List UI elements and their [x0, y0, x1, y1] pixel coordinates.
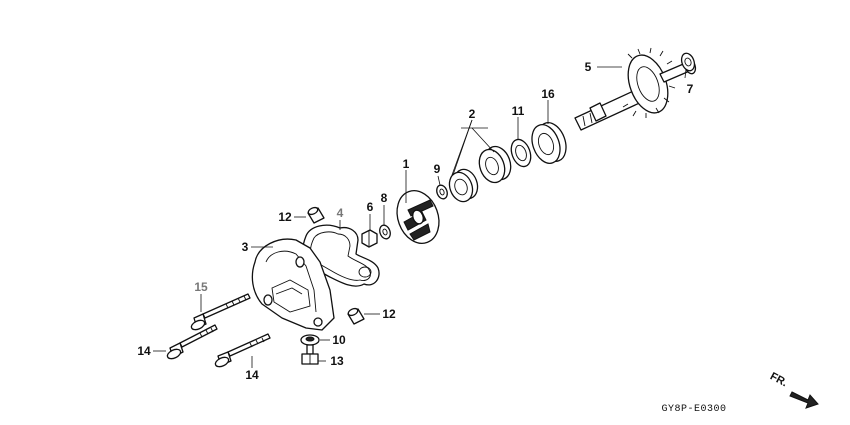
flange-bolt-long — [190, 293, 251, 331]
callout-6: 6 — [367, 200, 374, 214]
callout-8: 8 — [381, 191, 388, 205]
callout-16: 16 — [541, 87, 555, 101]
washer-small — [379, 224, 391, 240]
flange-bolt-left — [166, 324, 218, 360]
callout-12-lower: 12 — [382, 307, 396, 321]
callout-14-left: 14 — [137, 344, 151, 358]
callout-2: 2 — [469, 107, 476, 121]
callout-15: 15 — [194, 280, 208, 294]
callout-14-lower: 14 — [245, 368, 259, 382]
oil-seal — [510, 138, 532, 168]
drain-bolt — [301, 344, 319, 365]
callout-4: 4 — [337, 206, 344, 220]
callout-9: 9 — [434, 162, 441, 176]
sealing-washer — [300, 334, 320, 346]
impeller — [396, 190, 440, 244]
callout-labels: 1 2 3 4 5 6 7 8 9 10 11 12 12 13 14 14 1… — [137, 60, 693, 382]
callout-12-upper: 12 — [278, 210, 292, 224]
pump-cover — [251, 238, 335, 331]
front-direction-indicator: FR. — [768, 370, 819, 409]
impeller-nut — [361, 229, 378, 248]
callout-13: 13 — [330, 354, 344, 368]
ball-bearing — [531, 122, 567, 164]
callout-7: 7 — [687, 82, 694, 96]
pump-shaft-gear — [574, 47, 697, 131]
callout-10: 10 — [332, 333, 346, 347]
dowel-pin-upper — [307, 206, 325, 224]
figure-code: GY8P-E0300 — [661, 404, 726, 415]
callout-5: 5 — [585, 60, 592, 74]
washer — [436, 184, 448, 200]
leader-lines — [153, 66, 687, 368]
flange-bolt-lower — [214, 333, 271, 368]
callout-3: 3 — [242, 240, 249, 254]
front-direction-label: FR. — [768, 370, 789, 389]
callout-11: 11 — [512, 104, 525, 118]
front-arrow-icon — [789, 391, 819, 409]
mechanical-seal — [448, 145, 512, 203]
shaft-collar — [680, 52, 696, 72]
dowel-pin-lower — [347, 307, 365, 325]
callout-1: 1 — [403, 157, 410, 171]
